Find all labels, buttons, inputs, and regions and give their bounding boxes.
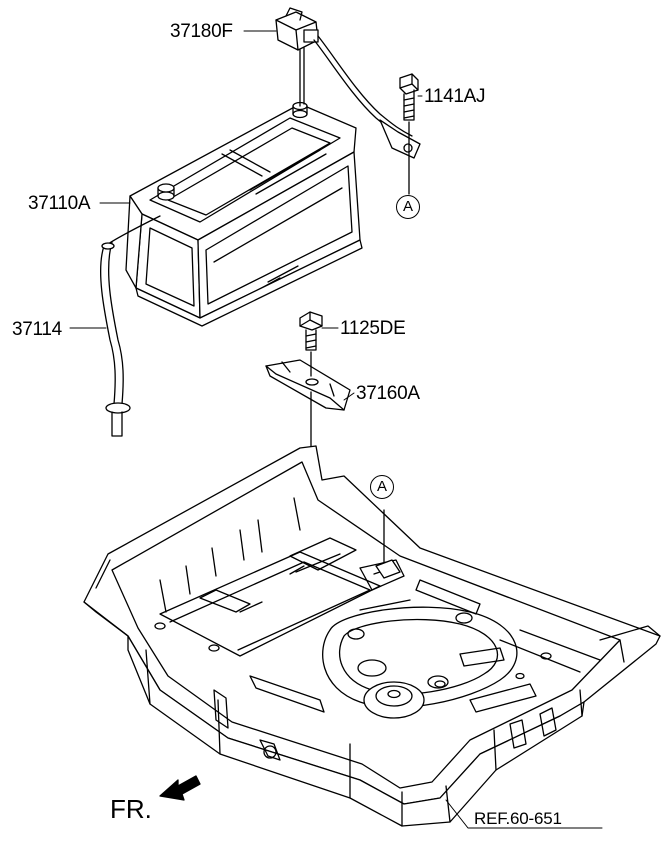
label-clamp-37160a: 37160A (356, 383, 420, 404)
reference-label: REF.60-651 (474, 809, 562, 828)
label-connector-37180f: 37180F (170, 21, 233, 42)
battery-cable (275, 7, 421, 159)
leader-lines (69, 30, 603, 829)
battery (125, 101, 363, 327)
label-battery-37110a: 37110A (28, 193, 91, 214)
front-arrow (159, 775, 201, 801)
front-direction-label: FR. (110, 794, 152, 824)
reference-circle-a-top: A (396, 195, 420, 219)
label-bolt-1141aj: 1141AJ (424, 86, 486, 107)
bolt-1125de (299, 311, 323, 351)
label-bolt-1125de: 1125DE (340, 318, 406, 339)
label-vent-hose-37114: 37114 (12, 319, 62, 340)
reference-circle-a-floor: A (370, 475, 394, 499)
bolt-1141aj (399, 73, 419, 195)
floor-pan (83, 445, 661, 827)
vent-hose (99, 215, 161, 437)
